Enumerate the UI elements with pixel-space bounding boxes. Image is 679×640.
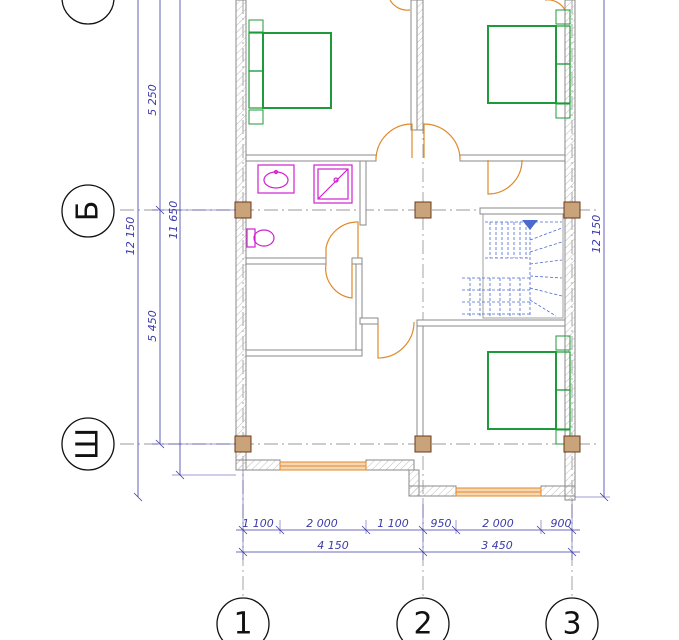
dim-bottom-seg-3: 1 100 <box>377 517 409 530</box>
wall-h1-left <box>245 154 377 162</box>
dimension-labels: 5 250 5 450 11 650 12 150 12 150 1 100 2… <box>124 84 603 552</box>
dim-bottom-seg-2: 2 000 <box>306 517 338 530</box>
dim-bottom-seg-5: 2 000 <box>482 517 514 530</box>
column-b1 <box>234 201 252 219</box>
column-b3 <box>563 201 581 219</box>
sanitary-fixtures <box>246 164 353 248</box>
bed-bottom-right-nightstand-a <box>555 335 571 351</box>
wall-bottom-left <box>235 459 281 471</box>
wall-center-bottom <box>416 325 424 445</box>
staircase-icon <box>462 213 564 319</box>
dim-bottom-total-2: 3 450 <box>481 539 513 552</box>
dim-bottom-seg-4: 950 <box>431 517 452 530</box>
wall-stair-top <box>479 207 566 215</box>
door-top-left <box>389 0 411 11</box>
dim-bottom-total-1: 4 150 <box>317 539 349 552</box>
axis-bubble-3: 3 <box>545 597 599 640</box>
door-stair-hall <box>487 159 523 195</box>
axis-bubble-sh: Ш <box>61 417 115 471</box>
column-b2 <box>414 201 432 219</box>
wall-hall-stub <box>359 317 379 325</box>
axis-label-b: Б <box>71 201 106 222</box>
dim-bottom-seg-1: 1 100 <box>242 517 274 530</box>
dim-left-middle: 11 650 <box>167 201 180 240</box>
wall-h1-right <box>459 154 566 162</box>
bed-top-left-nightstand-a <box>248 19 264 33</box>
bed-top-left <box>248 19 332 125</box>
axis-bubble-2: 2 <box>396 597 450 640</box>
toilet-icon <box>246 228 275 248</box>
dim-right: 12 150 <box>590 215 603 254</box>
bed-top-right-pillow-b <box>555 63 571 104</box>
door-center-right <box>423 123 461 160</box>
axis-bubbles: Б Ш 1 2 3 <box>61 0 599 640</box>
wall-bath-right <box>359 160 367 226</box>
dimension-lines <box>133 0 610 560</box>
dim-left-inner-2: 5 450 <box>146 310 159 342</box>
sink-icon <box>257 164 295 194</box>
wall-bottom-right-a <box>408 485 457 497</box>
wall-left <box>235 0 247 471</box>
door-top-right <box>545 0 566 11</box>
bed-top-left-pillow-a <box>248 32 264 72</box>
axis-bubble-b: Б <box>61 184 115 238</box>
door-bathroom <box>325 221 359 258</box>
bed-top-right-nightstand-b <box>555 103 571 119</box>
wall-h3-left <box>245 349 363 357</box>
axis-label-1: 1 <box>233 607 252 640</box>
bed-bottom-right <box>487 335 571 445</box>
dim-bottom-seg-6: 900 <box>551 517 572 530</box>
axis-label-2: 2 <box>413 607 432 640</box>
dim-left-inner-1: 5 250 <box>146 84 159 116</box>
wall-storage-right <box>355 263 363 357</box>
bed-bottom-right-pillow-b <box>555 389 571 430</box>
bed-top-left-pillow-b <box>248 70 264 109</box>
wall-center-top-edge <box>410 0 418 131</box>
bed-top-left-frame <box>262 32 332 109</box>
columns <box>234 201 581 453</box>
column-sh2 <box>414 435 432 453</box>
bed-bottom-right-frame <box>487 351 557 430</box>
windows <box>279 461 542 497</box>
bed-top-right-nightstand-a <box>555 9 571 25</box>
beds <box>248 9 571 445</box>
axis-bubble-top-partial <box>61 0 115 25</box>
wall-bottom-mid <box>365 459 415 471</box>
wall-h2-stub <box>351 257 363 265</box>
bed-top-left-nightstand-b <box>248 109 264 125</box>
bed-top-right-frame <box>487 25 557 104</box>
shower-icon <box>313 164 353 204</box>
door-storage <box>325 263 353 299</box>
wall-right <box>564 0 576 501</box>
wall-h2-left <box>245 257 327 265</box>
interior-walls <box>245 0 566 445</box>
door-hall <box>377 321 415 359</box>
dim-left-outer: 12 150 <box>124 217 137 256</box>
column-sh3 <box>563 435 581 453</box>
doors <box>325 0 566 359</box>
door-center-left <box>375 123 413 160</box>
wall-bottom-right-b <box>540 485 576 497</box>
axis-bubble-1: 1 <box>216 597 270 640</box>
axis-label-3: 3 <box>562 607 581 640</box>
column-sh1 <box>234 435 252 453</box>
bed-top-right <box>487 9 571 119</box>
wall-h3-right <box>416 319 566 327</box>
wall-center-top <box>416 0 424 131</box>
axis-label-sh: Ш <box>71 428 106 460</box>
exterior-walls <box>235 0 576 501</box>
